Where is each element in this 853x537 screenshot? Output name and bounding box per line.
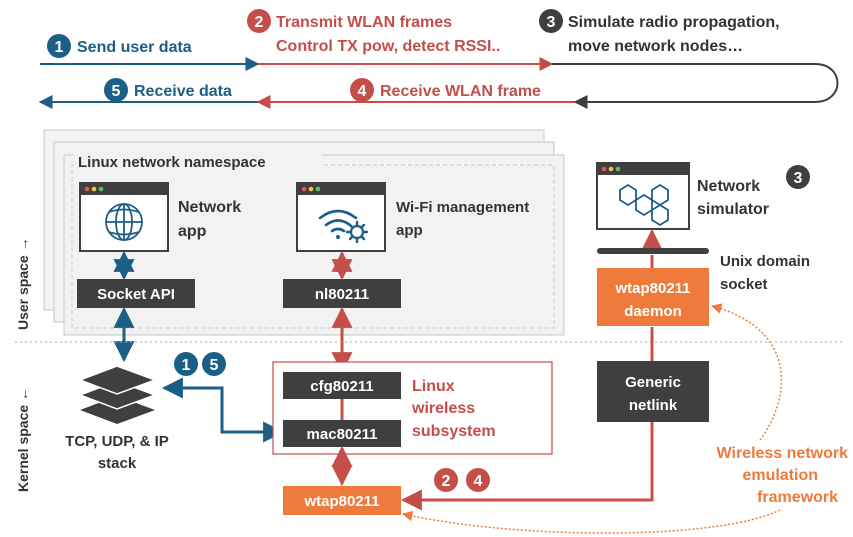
badge-1-kernel-number: 1 <box>182 357 191 374</box>
step-3-number: 3 <box>547 14 556 31</box>
wifi-app-titlebar <box>297 183 385 195</box>
hexagon-molecule-icon <box>619 183 669 227</box>
simulator-badge-3-number: 3 <box>794 170 803 187</box>
framework-label-line1: Wireless network <box>717 445 849 462</box>
network-app-label-line1: Network <box>178 199 241 216</box>
wifi-management-app: Wi-Fi management app <box>296 182 529 252</box>
network-app-label-line2: app <box>178 223 207 240</box>
simulator-badge-3 <box>786 165 810 189</box>
wtap80211-daemon-box <box>597 268 709 326</box>
wireless-subsystem-label-line1: Linux <box>412 378 455 395</box>
mac80211-label: mac80211 <box>307 426 378 443</box>
cfg80211-label: cfg80211 <box>310 378 373 395</box>
simulator-titlebar <box>597 163 689 175</box>
tcp-stack-label-line1: TCP, UDP, & IP <box>65 433 169 450</box>
step-4-number: 4 <box>358 83 367 100</box>
badge-5-kernel <box>202 352 226 376</box>
simulator-label-line1: Network <box>697 178 760 195</box>
wifi-app-label-line1: Wi-Fi management <box>396 199 529 216</box>
badge-5-kernel-number: 5 <box>210 357 219 374</box>
wireless-subsystem-label-line3: subsystem <box>412 423 496 440</box>
kernel-space-label: Kernel space ← <box>15 387 31 492</box>
network-simulator: Network simulator 3 <box>596 162 810 230</box>
step-2-badge <box>247 9 271 33</box>
step-1-number: 1 <box>55 39 64 56</box>
wireless-subsystem-label-line2: wireless <box>411 400 475 417</box>
simulator-label-line2: simulator <box>697 201 769 218</box>
namespace-title: Linux network namespace <box>78 154 266 171</box>
step-1-badge <box>47 34 71 58</box>
step-1-label: Send user data <box>77 39 192 56</box>
step-4-badge <box>350 78 374 102</box>
step-3-badge <box>539 9 563 33</box>
wtap80211-box <box>283 486 401 515</box>
wifi-app-label-line2: app <box>396 222 423 239</box>
nl80211-label: nl80211 <box>315 286 369 303</box>
daemon-label-line2: daemon <box>624 303 682 320</box>
generic-netlink-label-line1: Generic <box>625 374 681 391</box>
wifi-gear-icon <box>318 209 369 244</box>
wtap80211-label: wtap80211 <box>303 493 379 510</box>
framework-label-line3: framework <box>757 489 838 506</box>
top-flow: 1 Send user data 2 Transmit WLAN frames … <box>38 9 839 109</box>
step-3-label-line2: move network nodes… <box>568 38 743 55</box>
socket-api-label: Socket API <box>97 286 175 303</box>
network-app: Network app <box>79 182 241 252</box>
generic-netlink-label-line2: netlink <box>629 397 678 414</box>
step-5-number: 5 <box>112 83 121 100</box>
daemon-label-line1: wtap80211 <box>614 280 690 297</box>
step-2-label-line1: Transmit WLAN frames <box>276 14 452 31</box>
step-2-number: 2 <box>255 14 264 31</box>
mac80211-box <box>283 420 401 447</box>
step-4-label: Receive WLAN frame <box>380 83 541 100</box>
network-app-titlebar <box>80 183 168 195</box>
step-5-badge <box>104 78 128 102</box>
step-2-label-line2: Control TX pow, detect RSSI.. <box>276 38 500 55</box>
step-5-label: Receive data <box>134 83 232 100</box>
badge-2-kernel <box>434 468 458 492</box>
tcp-stack-label-line2: stack <box>98 455 137 472</box>
stack-mac80211-arrow <box>161 377 285 443</box>
step-3-label-line1: Simulate radio propagation, <box>568 14 780 31</box>
unix-socket-label-line2: socket <box>720 276 768 293</box>
flow-arrow-simulate <box>552 63 839 109</box>
cfg80211-box <box>283 372 401 399</box>
unix-socket-bar <box>597 248 709 254</box>
namespace-title-bg <box>74 152 322 172</box>
socket-api-box <box>77 279 195 308</box>
framework-pointer-wtap <box>401 509 781 534</box>
unix-socket-label-line1: Unix domain <box>720 253 810 270</box>
globe-icon <box>105 203 143 241</box>
generic-netlink-box <box>597 361 709 422</box>
badge-4-kernel-number: 4 <box>474 473 483 490</box>
user-space-label: User space → <box>15 237 31 330</box>
nl80211-box <box>283 279 401 308</box>
framework-pointer-daemon <box>710 303 783 441</box>
stack-layers-icon <box>77 365 158 424</box>
badge-4-kernel <box>466 468 490 492</box>
framework-label-line2: emulation <box>742 467 818 484</box>
wtap-netlink-arrow <box>400 422 654 511</box>
badge-1-kernel <box>174 352 198 376</box>
badge-2-kernel-number: 2 <box>442 473 451 490</box>
